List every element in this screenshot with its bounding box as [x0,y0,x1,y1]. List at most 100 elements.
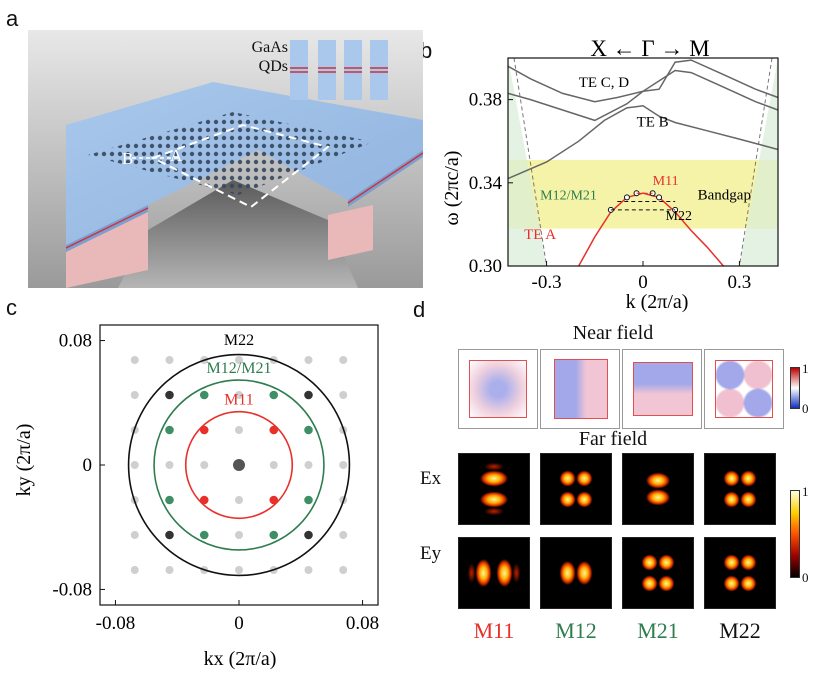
circle-label-m22: M22 [224,332,254,349]
gaas-slab [66,82,423,245]
mode-label-m22: M22 [666,209,692,224]
circle-1 [153,379,325,551]
marked-point [304,390,313,400]
band-line-0 [507,69,779,122]
panel-label-b: b [420,38,433,63]
lattice-point [235,391,243,399]
marked-point [269,530,279,540]
band-label-te-b: TE B [637,115,669,131]
band-line-1 [507,59,779,103]
panel-label-d: d [413,297,426,322]
lattice-point [235,356,243,364]
far-colorbar-min: 0 [802,570,809,585]
k-xtick-label-0: -0.08 [96,613,136,634]
qds-label: QDs [258,58,288,75]
near-field-map-m22 [704,349,784,429]
band-x-axis-label: k (2π/a) [626,291,689,313]
band-ytick-label-1: 0.34 [469,173,503,194]
col-label-m21: M21 [637,618,679,643]
far-field-ex-m21 [622,453,694,525]
col-label-m22: M22 [719,618,761,643]
row-label-ex: Ex [420,468,442,489]
mode-label-m11: M11 [653,174,679,189]
near-field-map-m12 [540,349,620,429]
near-field-colorbar [790,367,800,409]
layer-stack-inset [290,40,388,100]
lattice-point [235,531,243,539]
col-label-m11: M11 [473,618,515,643]
circle-2 [184,410,294,520]
band-xtick-label-1: 0 [638,272,648,293]
bandgap-region [508,159,778,229]
circle-label-m12-m21: M12/M21 [207,360,272,377]
near-colorbar-max: 1 [802,361,809,376]
panel-label-a: a [6,6,19,31]
marked-point [304,495,313,505]
col-label-m12: M12 [555,618,597,643]
lattice-point [235,566,243,574]
lattice-point [130,566,139,574]
near-field-title: Near field [572,322,654,344]
lattice-point [235,496,243,504]
k-ytick-label-2: -0.08 [52,579,92,600]
band-ytick-label-2: 0.30 [469,256,502,277]
circle-label-m11: M11 [224,391,254,408]
lattice-point [130,356,139,364]
bandgap-label: Bandgap [698,187,751,203]
photonic-crystal-hole-array [88,112,373,195]
lattice-point [130,461,139,469]
lattice-point [339,566,348,574]
marked-point [199,425,209,435]
panel-label-c: c [6,295,17,320]
lattice-point [339,391,348,399]
band-chart-title: X ← Γ → M [590,36,709,61]
gamma-point [233,459,245,471]
point-a-label: A [170,146,183,165]
marked-point [304,530,313,540]
lattice-point [339,461,348,469]
light-line-left [513,57,548,267]
band-xtick-label-0: -0.3 [532,272,562,293]
mode-label-m12-m21: M12/M21 [540,188,597,203]
far-field-colorbar [790,490,800,578]
marked-point [269,425,279,435]
k-ytick-label-1: 0 [83,455,93,476]
mode-marker-2 [656,194,663,201]
substrate-left [66,205,148,288]
band-ytick-label-0: 0.38 [469,90,502,111]
marked-point [165,530,174,540]
point-b-label: B [122,149,134,168]
marked-point [199,530,209,540]
k-y-axis-label: ky (2π/a) [13,424,35,497]
far-field-ey-m22 [704,537,776,609]
band-label-te-cd: TE C, D [579,75,630,91]
marked-point [165,390,174,400]
lattice-point [165,461,174,469]
lattice-point [165,356,174,364]
k-ytick-label-0: 0.08 [59,331,92,352]
band-y-axis-label: ω (2πc/a) [441,151,463,226]
marked-point [304,425,313,435]
marked-point [165,495,174,505]
near-field-map-m11 [458,349,538,429]
undercut-cavity [118,180,358,288]
far-field-ey-m11 [458,537,530,609]
lattice-point [165,566,174,574]
k-x-axis-label: kx (2π/a) [204,648,277,670]
row-label-ey: Ey [420,543,442,564]
far-field-ey-m21 [622,537,694,609]
gaas-label: GaAs [251,39,288,56]
far-field-ex-m12 [540,453,612,525]
marked-point [199,495,209,505]
lattice-point [269,461,278,469]
near-field-map-m21 [622,349,702,429]
band-line-2 [507,105,779,180]
lattice-point [130,531,139,539]
lattice-point [339,531,348,539]
circle-0 [127,353,351,577]
lattice-point [200,461,209,469]
mode-marker-1 [623,194,630,201]
far-colorbar-max: 1 [802,484,809,499]
